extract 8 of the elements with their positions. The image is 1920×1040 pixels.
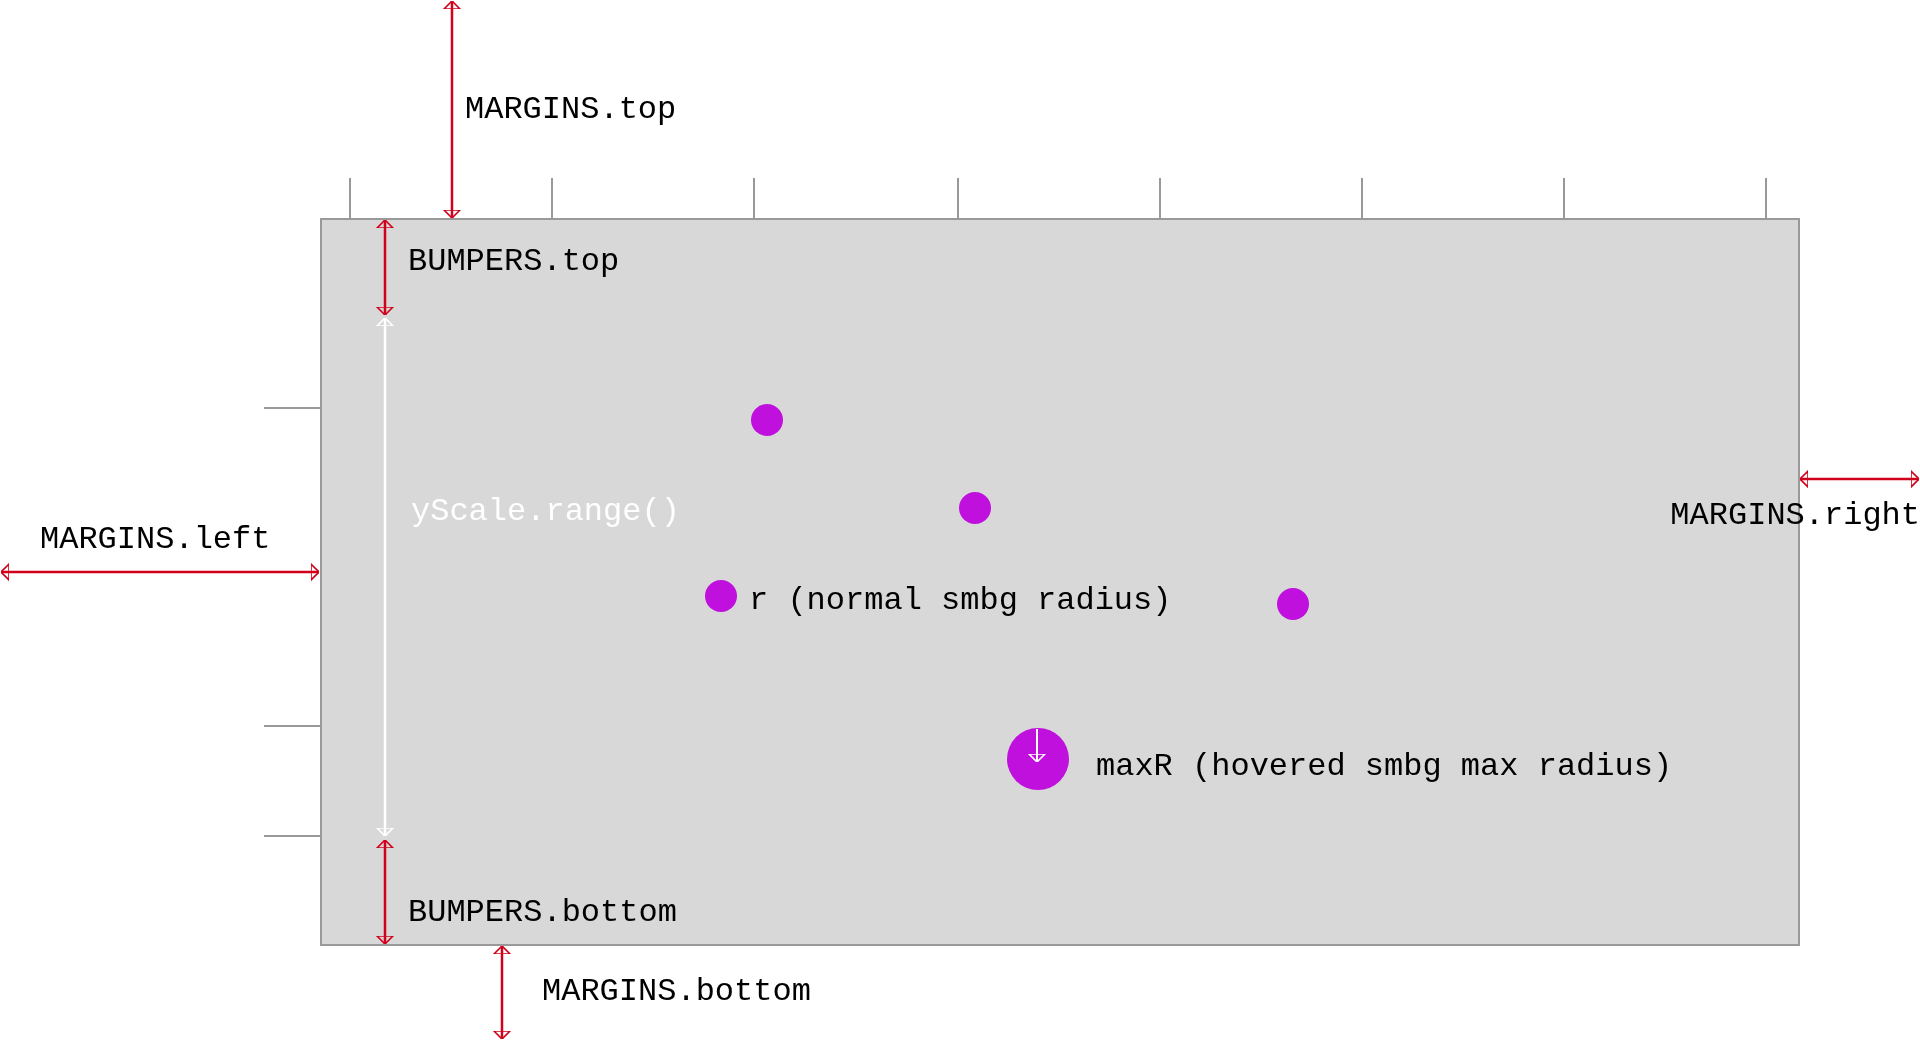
dimension-label: MARGINS.top bbox=[465, 92, 677, 128]
dimension-label: MARGINS.left bbox=[40, 522, 271, 558]
dimension-label: BUMPERS.top bbox=[408, 244, 620, 280]
dimension-label: BUMPERS.bottom bbox=[408, 895, 677, 931]
dimension-label: MARGINS.bottom bbox=[542, 974, 811, 1010]
dimension-label: MARGINS.right bbox=[1670, 498, 1920, 534]
dimension-label: maxR (hovered smbg max radius) bbox=[1096, 749, 1673, 785]
dimension-label: r (normal smbg radius) bbox=[749, 583, 1172, 619]
